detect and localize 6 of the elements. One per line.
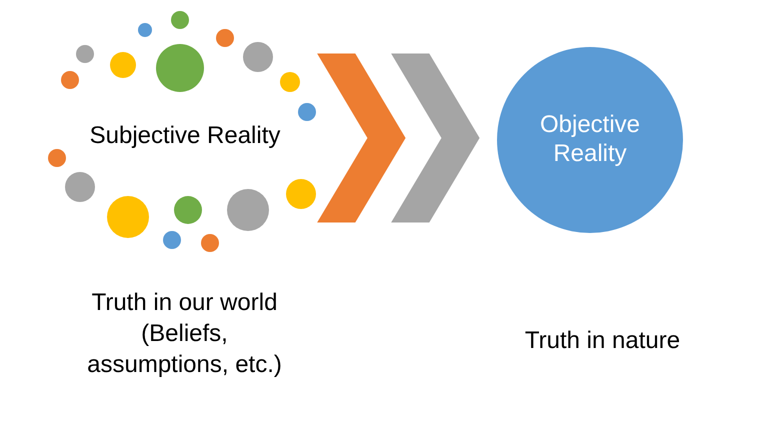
node-label: Objective Reality bbox=[538, 111, 642, 169]
text-label: Truth in nature bbox=[524, 326, 682, 356]
node-label: Subjective Reality bbox=[90, 122, 280, 150]
text-label: Truth in our world (Beliefs, assumptions, etc.) bbox=[86, 288, 283, 380]
chevron-arrow bbox=[317, 54, 406, 222]
chevron-arrow bbox=[391, 54, 480, 222]
